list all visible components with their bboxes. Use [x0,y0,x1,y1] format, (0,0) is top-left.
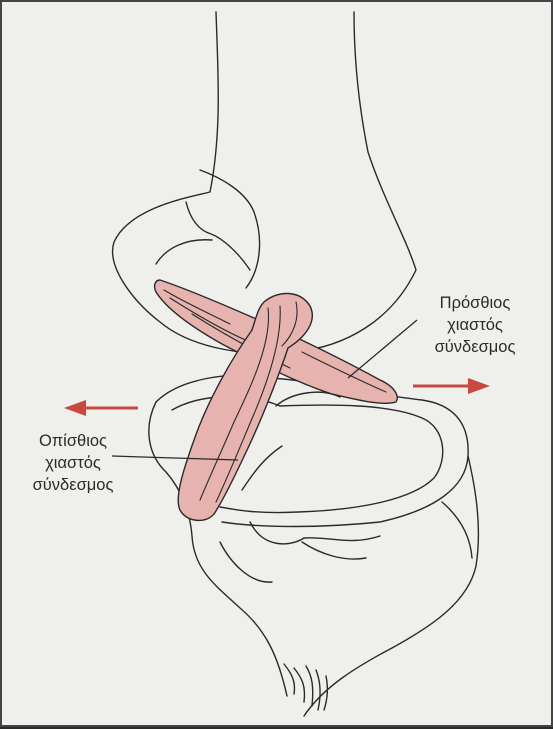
arrow-right-icon [413,378,490,394]
anterior-leader-line [348,320,417,378]
posterior-label-line-2: χιαστός [8,452,138,474]
femur-notch-inner [186,202,250,270]
tibia-right-side [304,456,478,716]
posterior-cruciate-label: Οπίσθιος χιαστός σύνδεσμος [8,430,138,496]
femur-notch-line-2 [156,240,212,264]
meniscus-edge-2 [242,446,282,490]
posterior-label-line-1: Οπίσθιος [8,430,138,452]
tibia-line-3 [302,542,366,559]
tibia-line-1 [250,522,380,544]
posterior-label-line-3: σύνδεσμος [8,474,138,496]
signature-mark [284,664,327,710]
fibula-head [442,502,472,558]
arrow-left-icon [64,400,138,416]
meniscus-edge [276,392,340,406]
tibia-line-2 [220,542,272,582]
anterior-label-line-3: σύνδεσμος [410,336,540,358]
anterior-cruciate-label: Πρόσθιος χιαστός σύνδεσμος [410,292,540,358]
anterior-label-line-1: Πρόσθιος [410,292,540,314]
anterior-label-line-2: χιαστός [410,314,540,336]
